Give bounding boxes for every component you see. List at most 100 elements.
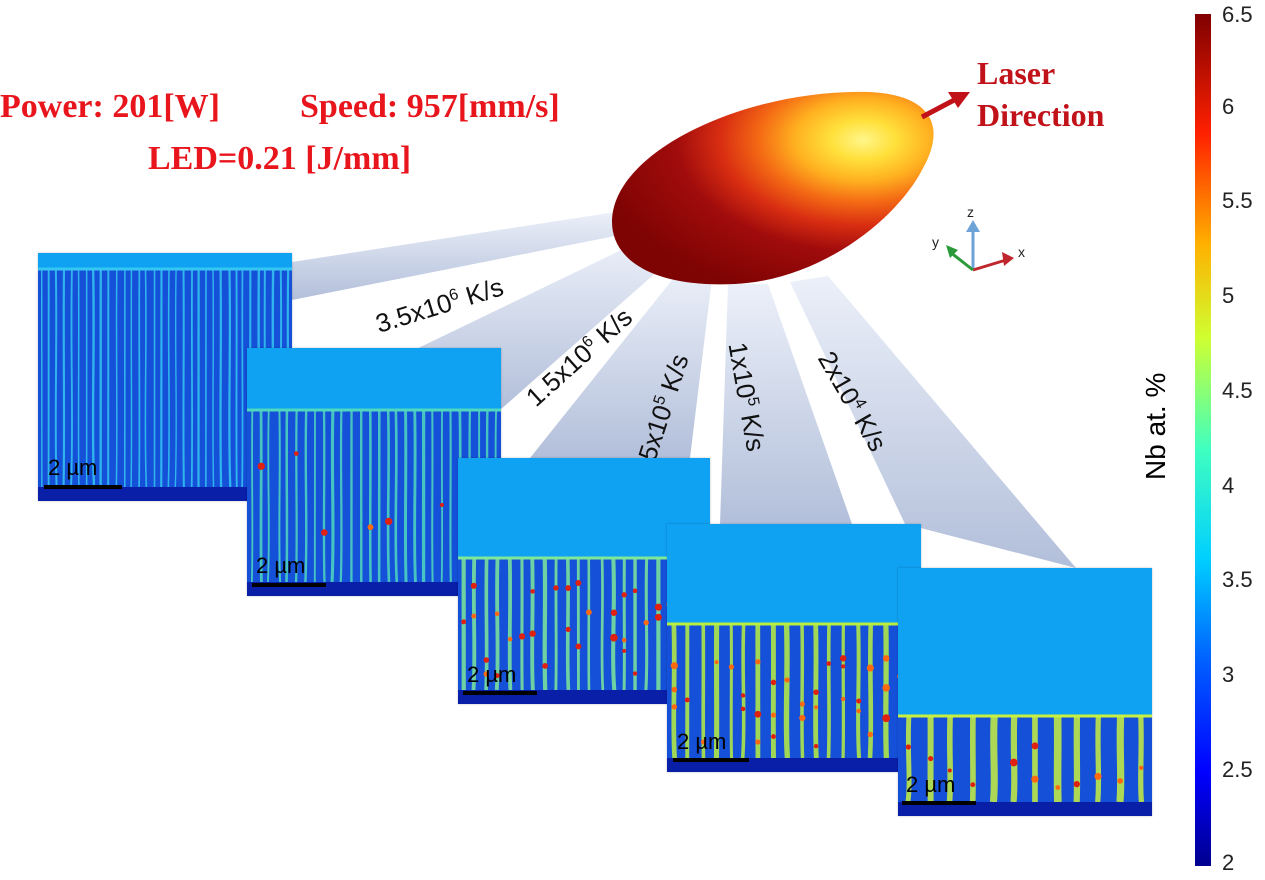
intercellular-channel [394, 409, 399, 583]
nb-droplet [799, 714, 806, 722]
scale-label-1: 2 µm [48, 455, 98, 480]
nb-droplet [882, 684, 890, 692]
beam-5 [790, 276, 1076, 568]
nb-droplet [1055, 785, 1061, 790]
nb-droplet [575, 580, 582, 586]
intercellular-channel [267, 409, 270, 583]
colorbar-tick-4: 5 [1222, 283, 1235, 308]
intercellular-channel [542, 557, 548, 691]
intercellular-channel [826, 623, 831, 759]
intercellular-channel [330, 409, 335, 583]
nb-droplet [575, 643, 582, 650]
beam-4 [720, 284, 852, 524]
nb-droplet [1138, 765, 1144, 771]
nb-droplet [293, 451, 299, 456]
nb-droplet [882, 655, 890, 662]
nb-droplet [621, 592, 627, 598]
intercellular-channel [867, 623, 874, 759]
intercellular-channel [250, 409, 254, 583]
nb-droplet [565, 585, 572, 591]
nb-droplet [494, 673, 500, 679]
scale-label-5: 2 µm [906, 772, 956, 797]
nb-droplet [700, 739, 706, 745]
nb-droplet [494, 611, 500, 617]
intercellular-channel [174, 268, 177, 488]
laser-label-line2: Direction [977, 97, 1105, 133]
nb-droplet [813, 689, 819, 695]
intercellular-channel [1116, 715, 1125, 803]
y-axis-icon [949, 250, 974, 272]
nb-droplet [970, 782, 976, 788]
z-axis-label: z [967, 204, 974, 220]
panel-5-image [898, 568, 1152, 816]
scale-label-2: 2 µm [256, 553, 306, 578]
intercellular-channel [905, 715, 912, 803]
x-axis-label: x [1018, 244, 1025, 260]
nb-droplet [518, 633, 526, 640]
intercellular-channel [1138, 715, 1145, 803]
nb-droplet [770, 679, 777, 686]
nb-droplet [826, 661, 832, 666]
nb-droplet [632, 588, 638, 594]
laser-direction-label: Laser Direction [977, 52, 1104, 136]
nb-droplet [1117, 778, 1124, 784]
intercellular-channel [413, 409, 417, 583]
colorbar-tick-8: 3 [1222, 662, 1235, 687]
intercellular-channel [70, 268, 73, 488]
nb-droplet [654, 613, 662, 621]
colorbar-tick-10: 2 [1222, 850, 1235, 875]
intercellular-channel [856, 623, 862, 759]
intercellular-channel [484, 557, 489, 691]
nb-droplet [740, 693, 746, 698]
scale-bar-1 [44, 485, 122, 489]
colorbar-tick-7: 3.5 [1222, 567, 1253, 592]
intercellular-channel [671, 623, 677, 759]
nb-droplet [471, 613, 477, 619]
intercellular-channel [386, 409, 391, 583]
nb-droplet [461, 619, 467, 625]
nb-droplet [770, 734, 776, 740]
nb-droplet [813, 743, 819, 749]
intercellular-channel [989, 715, 998, 803]
intercellular-channel [228, 268, 232, 488]
intercellular-channel [285, 409, 289, 583]
intercellular-channel [471, 557, 477, 691]
power-label: Power: 201[W] [0, 88, 220, 125]
nb-droplet [622, 648, 627, 653]
speed-label: Speed: 957[mm/s] [300, 88, 560, 125]
intercellular-channel [322, 409, 326, 583]
intercellular-channel [644, 557, 649, 691]
laser-label-line1: Laser [977, 55, 1056, 91]
nb-droplet [928, 755, 934, 762]
nb-droplet [755, 659, 761, 665]
nb-droplet [856, 708, 862, 714]
nb-droplet [670, 662, 678, 670]
intercellular-channel [304, 409, 308, 583]
nb-droplet [784, 677, 790, 683]
intercellular-channel [883, 623, 890, 759]
intercellular-channel [115, 268, 118, 488]
intercellular-channel [294, 409, 298, 583]
nb-droplet [530, 589, 535, 594]
nb-droplet [1031, 742, 1039, 750]
nb-droplet [839, 655, 847, 662]
nb-droplet [542, 663, 548, 669]
solid-region [667, 624, 921, 772]
nb-droplet [770, 712, 777, 718]
scale-label-3: 2 µm [467, 662, 517, 687]
solid-region [898, 716, 1152, 816]
nb-droplet [439, 502, 444, 508]
nb-droplet [714, 660, 719, 665]
intercellular-channel [611, 557, 617, 691]
nb-droplet [470, 582, 477, 589]
nb-droplet [610, 609, 618, 616]
nb-droplet [507, 636, 513, 642]
intercellular-channel [278, 409, 282, 583]
nb-droplet [799, 701, 805, 707]
beam-1 [292, 212, 635, 300]
nb-droplet [947, 768, 952, 773]
scale-bar-5 [902, 801, 976, 805]
colorbar [1195, 14, 1211, 866]
nb-droplet [671, 686, 678, 693]
melt-pool [612, 91, 934, 285]
